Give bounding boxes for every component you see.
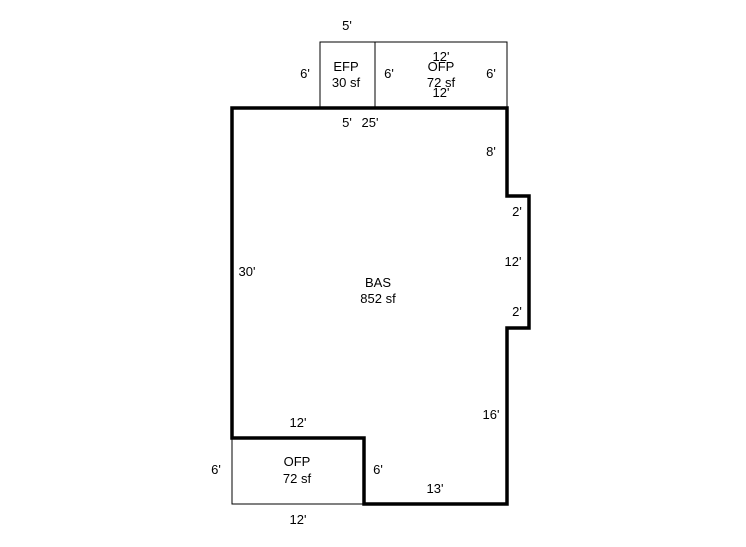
efp-area: 30 sf [332,75,361,90]
dim-ofp-top-top: 12' [433,49,450,64]
dim-ofp-top-left: 6' [384,66,394,81]
bas-area: 852 sf [360,291,396,306]
efp-code: EFP [333,59,358,74]
dim-bas-top: 25' [362,115,379,130]
bas-outline [230,106,531,506]
dim-ofp-top-bottom: 12' [433,85,450,100]
dim-bas-bump-side: 12' [505,254,522,269]
ofp-top-area: 72 sf [427,75,456,90]
dim-bas-right-upper: 8' [486,144,496,159]
dim-bas-bottom: 13' [427,481,444,496]
ofp-bottom-area: 72 sf [283,471,312,486]
ofp-top-code: OFP [428,59,455,74]
dim-bas-notch-side: 6' [373,462,383,477]
dim-bas-left: 30' [239,264,256,279]
dim-bas-notch-top: 12' [290,415,307,430]
dim-efp-left: 6' [300,66,310,81]
ofp-bottom-code: OFP [284,454,311,469]
dim-bas-right-lower: 16' [483,407,500,422]
dim-ofp-bottom-bottom: 12' [290,512,307,527]
dim-ofp-top-right: 6' [486,66,496,81]
dim-efp-top: 5' [342,18,352,33]
dim-bas-bump-bottom: 2' [512,304,522,319]
dim-ofp-bottom-left: 6' [211,462,221,477]
dim-bas-bump-top: 2' [512,204,522,219]
bas-code: BAS [365,275,391,290]
dim-efp-bottom: 5' [342,115,352,130]
